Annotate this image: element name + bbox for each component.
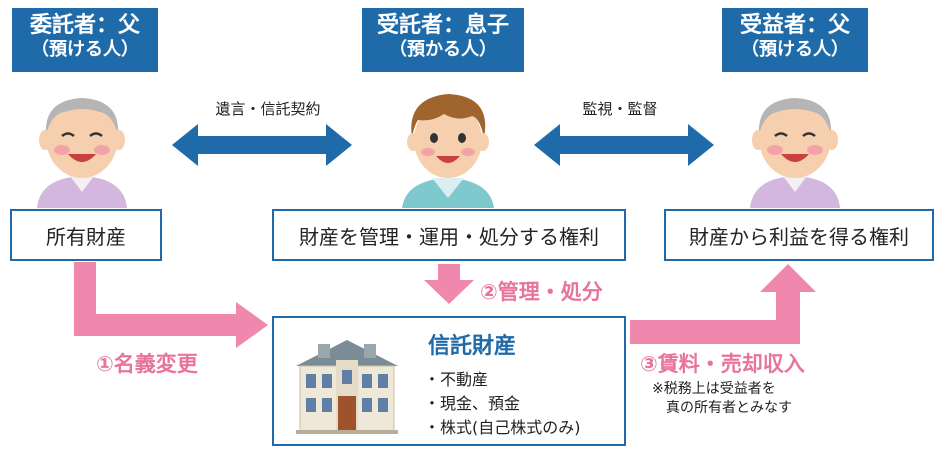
step2-label: ②管理・処分 (480, 280, 603, 304)
trustee-header: 受託者：息子 （預かる人） (362, 8, 524, 72)
trust-item-stock: ・株式(自己株式のみ) (424, 418, 581, 437)
tax-note-line1: ※税務上は受益者を (652, 381, 776, 397)
beneficiary-rights-label: 財産から利益を得る権利 (689, 224, 909, 249)
trustee-rights-label: 財産を管理・運用・処分する権利 (299, 224, 599, 249)
trust-item-real-estate: ・不動産 (424, 370, 489, 389)
trustee-subtitle: （預かる人） (389, 39, 497, 60)
trust-property-title: 信託財産 (428, 334, 517, 359)
step1-label: ①名義変更 (96, 352, 198, 376)
left-double-arrow (172, 124, 352, 166)
father-left-illustration (37, 98, 127, 208)
left-arrow-label: 遺言・信託契約 (215, 100, 321, 118)
right-double-arrow (534, 124, 714, 166)
beneficiary-header: 受益者：父 （預ける人） (722, 8, 868, 72)
tax-note: ※税務上は受益者を 真の所有者とみなす (652, 380, 792, 418)
beneficiary-subtitle: （預ける人） (741, 39, 849, 60)
father-right-illustration (750, 98, 840, 208)
trustee-rights-box: 財産を管理・運用・処分する権利 (272, 209, 626, 261)
beneficiary-rights-box: 財産から利益を得る権利 (664, 209, 934, 261)
son-illustration (402, 94, 494, 208)
settlor-subtitle: （預ける人） (31, 39, 139, 60)
beneficiary-title: 受益者：父 (739, 13, 850, 38)
owned-property-label: 所有財産 (46, 224, 126, 249)
building-icon (296, 340, 398, 434)
settlor-header: 委託者：父 （預ける人） (12, 8, 158, 72)
owned-property-box: 所有財産 (10, 209, 162, 261)
trustee-title: 受託者：息子 (376, 13, 509, 38)
tax-note-line2: 真の所有者とみなす (666, 400, 792, 416)
settlor-title: 委託者：父 (29, 13, 140, 38)
trust-item-cash: ・現金、預金 (424, 394, 521, 413)
trust-property-box: 信託財産 ・不動産 ・現金、預金 ・株式(自己株式のみ) (272, 316, 626, 446)
step3-label: ③賃料・売却収入 (640, 352, 805, 376)
right-arrow-label: 監視・監督 (582, 100, 658, 118)
